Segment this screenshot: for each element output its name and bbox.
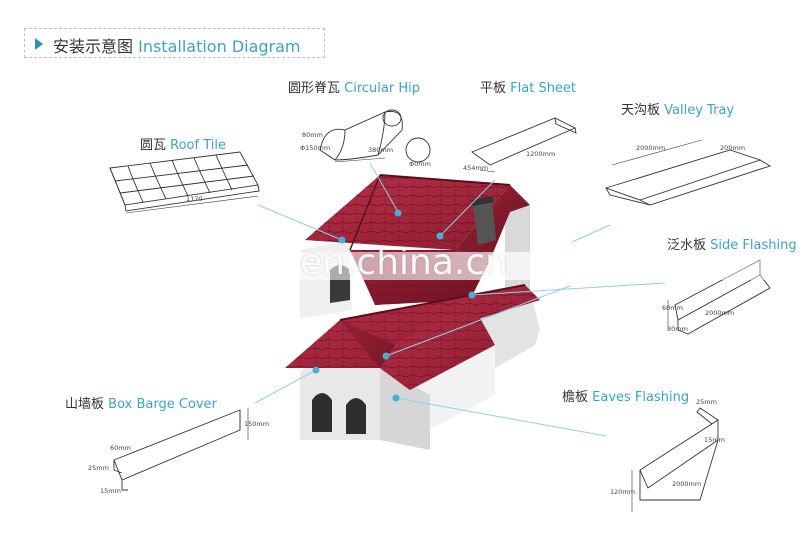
hip-diameter: Φ150mm (300, 144, 330, 152)
leader-dots (312, 209, 476, 402)
roof-tile-length: 1170 (186, 195, 203, 203)
label-roof-tile: 圆瓦 Roof Tile (140, 138, 226, 153)
valley-length: 2000mm (636, 144, 665, 152)
flat-length: 1200mm (526, 150, 555, 158)
watermark-text: en.china.cn (300, 242, 508, 283)
eaves-flashing-drawing (631, 407, 719, 512)
roof-tile-drawing (109, 151, 260, 214)
label-side-flashing: 泛水板 Side Flashing (667, 238, 797, 253)
valley-tray-drawing (604, 139, 772, 206)
box-barge-cover-drawing (113, 408, 249, 491)
house-model (285, 174, 540, 450)
house-window-arched (346, 398, 366, 434)
label-box-barge-cover: 山墙板 Box Barge Cover (65, 397, 217, 412)
header-title-zh: 安装示意图 (53, 37, 134, 56)
triangle-bullet-icon (35, 38, 43, 50)
side-flashing-b: 30mm (667, 325, 688, 333)
barge-height: 150mm (244, 420, 269, 428)
flat-width: 454mm (463, 164, 488, 172)
eaves-height: 120mm (610, 488, 635, 496)
hip-end: Φ0mm (409, 160, 431, 168)
side-flashing-a: 60mm (662, 304, 683, 312)
valley-width: 200mm (720, 144, 745, 152)
header-title: 安装示意图 Installation Diagram (53, 33, 301, 57)
eaves-top: 25mm (696, 398, 717, 406)
barge-mid: 25mm (88, 464, 109, 472)
label-flat-sheet: 平板 Flat Sheet (480, 81, 577, 96)
header-title-en: Installation Diagram (138, 37, 301, 56)
label-circular-hip: 圆形脊瓦 Circular Hip (288, 81, 420, 96)
chimney (473, 200, 496, 245)
barge-bottom: 15mm (100, 487, 121, 495)
circular-hip-drawing (319, 109, 431, 163)
watermark: en.china.cn (286, 240, 800, 290)
barge-top: 60mm (110, 444, 131, 452)
label-valley-tray: 天沟板 Valley Tray (621, 103, 735, 118)
house-window-arched (312, 393, 332, 432)
eaves-length: 2000mm (672, 480, 701, 488)
flat-sheet-drawing (471, 117, 577, 173)
hip-height: 80mm (302, 131, 323, 139)
leader-lines (254, 162, 666, 437)
watermark-band (286, 252, 800, 280)
hip-length: 380mm (368, 146, 393, 154)
side-flashing-length: 2000mm (705, 309, 734, 317)
eaves-mid: 15mm (704, 436, 725, 444)
house-wall-front (410, 345, 495, 440)
label-eaves-flashing: 檐板 Eaves Flashing (562, 390, 690, 405)
diagram-header: 安装示意图 Installation Diagram (24, 28, 325, 58)
